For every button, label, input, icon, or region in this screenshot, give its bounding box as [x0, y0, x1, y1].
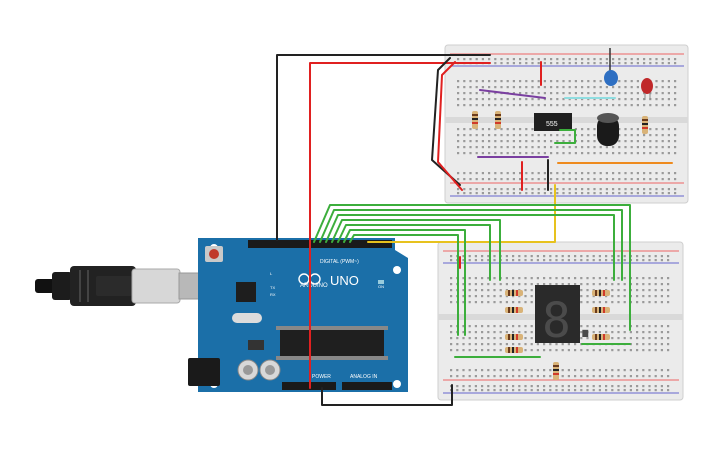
top-resistors[interactable] — [472, 111, 648, 134]
resistor-bottom-6[interactable] — [592, 307, 610, 313]
display-digit: 8. — [542, 293, 600, 349]
timer-chip-label: 555 — [546, 121, 558, 128]
wire-green-top[interactable] — [554, 129, 576, 144]
analog-label: ANALOG IN — [350, 374, 378, 380]
wire-red-left-rail[interactable] — [437, 61, 463, 191]
wires[interactable] — [276, 54, 673, 406]
resistor-bottom-5[interactable] — [592, 290, 610, 296]
arduino-model: UNO — [330, 273, 359, 288]
l-label: L — [270, 271, 273, 276]
resistor-bottom-2[interactable] — [505, 307, 523, 313]
wire-black-bottom[interactable] — [321, 384, 453, 406]
resistor-bottom-4[interactable] — [505, 347, 523, 353]
arduino-board[interactable]: ARDUINO UNO DIGITAL (PWM~) POWER ANALOG … — [188, 238, 408, 392]
usb-cable[interactable] — [35, 266, 206, 306]
wire-green-7[interactable] — [349, 234, 459, 336]
resistor-bottom-8[interactable] — [553, 362, 559, 380]
seven-segment-display[interactable]: 8. — [535, 285, 600, 349]
resistor-bottom-7[interactable] — [592, 334, 610, 340]
wire-red-5v-top[interactable] — [309, 62, 491, 389]
timer-555-chip[interactable]: 555 — [534, 113, 572, 131]
on-led — [378, 280, 384, 284]
red-led[interactable] — [641, 78, 653, 100]
wire-black-gnd-top[interactable] — [276, 54, 491, 241]
wire-green-3[interactable] — [325, 214, 615, 281]
power-label: POWER — [312, 374, 331, 380]
wire-green-6[interactable] — [343, 229, 466, 336]
analog-header[interactable] — [342, 382, 392, 390]
rx-label: RX — [270, 292, 276, 297]
resistor-bottom-3[interactable] — [505, 334, 523, 340]
resistor-top-1[interactable] — [472, 111, 478, 129]
bottom-resistors[interactable] — [505, 290, 610, 380]
wire-green-5[interactable] — [337, 224, 491, 281]
digital-label: DIGITAL (PWM~) — [320, 259, 359, 265]
resistor-top-3[interactable] — [642, 116, 648, 134]
wire-green-2[interactable] — [319, 209, 623, 281]
wire-green-1[interactable] — [313, 204, 631, 331]
ceramic-capacitor[interactable] — [604, 48, 618, 86]
resistor-top-2[interactable] — [495, 111, 501, 129]
digital-header[interactable] — [248, 240, 392, 248]
arduino-brand: ARDUINO — [300, 283, 328, 289]
resistor-bottom-1[interactable] — [505, 290, 523, 296]
atmega-chip — [280, 330, 384, 356]
power-jack[interactable] — [188, 358, 220, 386]
tx-label: TX — [270, 285, 275, 290]
on-label: ON — [378, 284, 384, 289]
wire-purple-top[interactable] — [479, 89, 546, 99]
wire-green-4[interactable] — [331, 219, 501, 281]
breadboard-bottom-holes — [450, 255, 670, 392]
electrolytic-capacitor[interactable] — [597, 113, 619, 146]
